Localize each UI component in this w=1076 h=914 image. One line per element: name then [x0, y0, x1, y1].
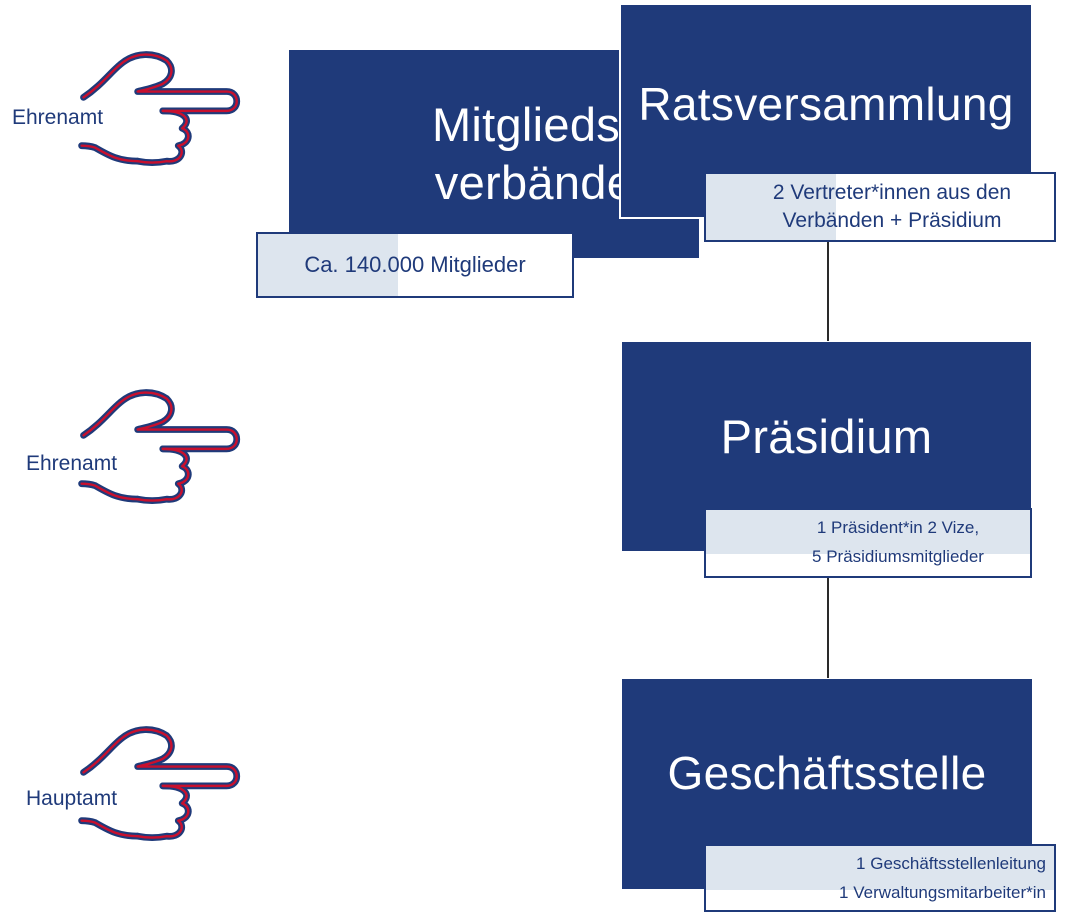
- note-geschaeftsstelle-line2: 1 Verwaltungsmitarbeiter*in: [839, 883, 1046, 902]
- hand-label-ehrenamt-1: Ehrenamt: [12, 106, 104, 129]
- note-praesidium-line1: 1 Präsident*in 2 Vize,: [816, 518, 980, 537]
- connector-praesidium-geschaeft: [827, 578, 829, 678]
- pointing-hand-icon: [12, 383, 244, 508]
- geschaeftsstelle-title: Geschäftsstelle: [667, 747, 987, 799]
- note-mitglieder-text: Ca. 140.000 Mitglieder: [304, 252, 526, 277]
- hand-label-ehrenamt-2: Ehrenamt: [26, 452, 118, 475]
- mitgliedsverbaende-title-line1: Mitglieds-: [431, 98, 637, 152]
- praesidium-title: Präsidium: [720, 410, 933, 463]
- note-ratsversammlung: 2 Vertreter*innen aus den Verbänden + Pr…: [704, 172, 1056, 242]
- hand-label-hauptamt: Hauptamt: [26, 787, 118, 810]
- ratsversammlung-title: Ratsversammlung: [638, 78, 1014, 130]
- pointing-hand-icon: [12, 720, 244, 845]
- mitgliedsverbaende-title-line2: verbände: [434, 156, 634, 209]
- note-praesidium: 1 Präsident*in 2 Vize, 5 Präsidiumsmitgl…: [704, 508, 1032, 578]
- note-ratsversammlung-line2: Verbänden + Präsidium: [782, 209, 1002, 232]
- note-geschaeftsstelle-line1: 1 Geschäftsstellenleitung: [856, 854, 1046, 873]
- connector-rats-praesidium: [827, 241, 829, 341]
- note-geschaeftsstelle: 1 Geschäftsstellenleitung 1 Verwaltungsm…: [704, 844, 1056, 912]
- note-mitglieder: Ca. 140.000 Mitglieder: [256, 232, 574, 298]
- note-praesidium-line2: 5 Präsidiumsmitglieder: [812, 547, 984, 566]
- note-ratsversammlung-line1: 2 Vertreter*innen aus den: [772, 181, 1012, 204]
